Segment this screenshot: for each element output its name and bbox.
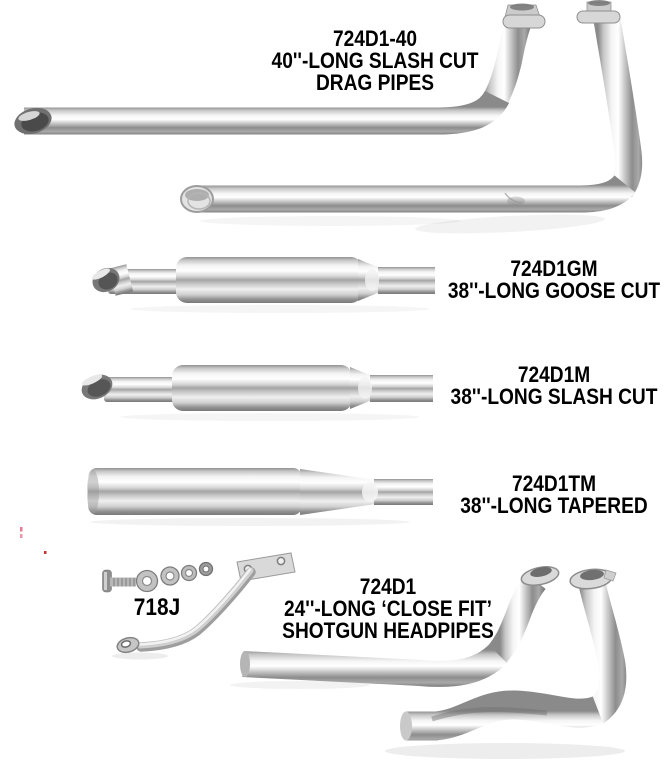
part-number: 724D1M: [517, 362, 591, 387]
open-pipe-end: [180, 185, 214, 213]
tapered-muffler-photo: [87, 468, 433, 515]
product-description: 38''-LONG SLASH CUT: [450, 384, 658, 409]
goose-cut-tip: [92, 267, 120, 293]
header-flange: [576, 0, 621, 24]
goose-cut-muffler-photo: [92, 257, 435, 303]
product-description: 38''-LONG GOOSE CUT: [447, 278, 661, 303]
slash-cut-end: [14, 107, 52, 135]
product-description: 38''-LONG TAPERED: [460, 493, 648, 518]
part-number: 718J: [133, 594, 181, 621]
product-description: SHOTGUN HEADPIPES: [282, 618, 494, 643]
product-label-724d1-40: 724D1-40 40''-LONG SLASH CUT DRAG PIPES: [227, 28, 523, 94]
product-label-724d1tm: 724D1TM 38''-LONG TAPERED: [406, 473, 670, 517]
product-description: 40''-LONG SLASH CUT: [271, 48, 479, 73]
part-number: 724D1-40: [332, 26, 418, 51]
header-flange: [520, 566, 560, 586]
mount-bolt: [102, 569, 136, 593]
scan-artifacts: [20, 527, 47, 554]
photo-shadows: [90, 214, 625, 759]
product-description: DRAG PIPES: [315, 70, 435, 95]
bracket-arm: [116, 567, 256, 654]
slash-cut-muffler-photo: [81, 365, 433, 411]
header-flange: [502, 3, 546, 29]
drag-pipes-photo: [14, 0, 643, 213]
header-flange: [569, 568, 617, 590]
product-label-724d1m: 724D1M 38''-LONG SLASH CUT: [406, 364, 670, 408]
part-number: 724D1: [359, 574, 417, 599]
product-label-718j: 718J: [96, 594, 218, 621]
product-description: 24''-LONG ‘CLOSE FIT’: [284, 596, 492, 621]
shotgun-headpipes-photo: [240, 566, 627, 741]
part-number: 724D1TM: [511, 471, 597, 496]
bracket-kit-photo: [102, 552, 296, 654]
washers: [135, 561, 214, 593]
slash-cut-tip: [81, 374, 113, 400]
product-label-724d1: 724D1 24''-LONG ‘CLOSE FIT’ SHOTGUN HEAD…: [240, 576, 536, 642]
product-label-724d1gm: 724D1GM 38''-LONG GOOSE CUT: [406, 258, 670, 302]
weld-seam: [504, 192, 525, 206]
part-number: 724D1GM: [510, 256, 598, 281]
